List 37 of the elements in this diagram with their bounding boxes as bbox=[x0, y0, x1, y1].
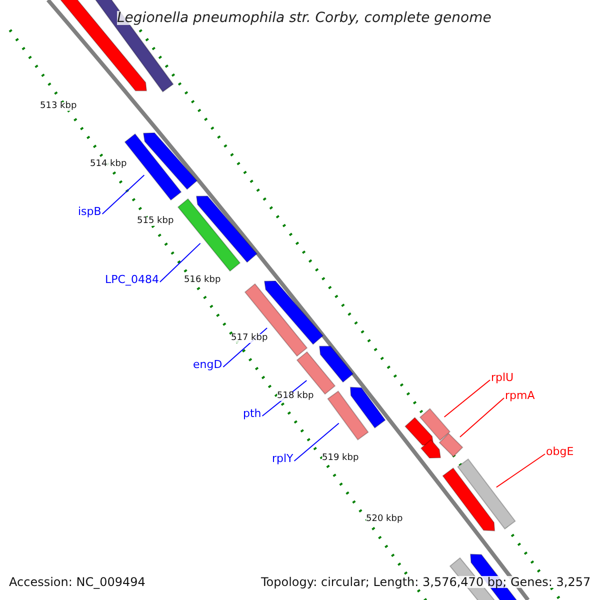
gene-feature-bar bbox=[457, 458, 516, 530]
gene-feature-bar bbox=[419, 408, 451, 441]
gene-feature bbox=[442, 467, 496, 532]
tick-label: 514 kbp bbox=[90, 160, 127, 169]
gene-feature bbox=[404, 416, 434, 446]
gene-label: rpmA bbox=[505, 390, 535, 401]
tick-label: 518 kbp bbox=[277, 392, 314, 401]
accession-text: Accession: NC_009494 bbox=[9, 576, 146, 588]
gene-feature bbox=[196, 196, 258, 263]
tick-label: 513 kbp bbox=[40, 102, 77, 111]
title: Legionella pneumophila str. Corby, complete genome bbox=[117, 11, 492, 25]
gene-feature bbox=[142, 132, 198, 190]
tick-label: 520 kbp bbox=[366, 515, 403, 524]
leader-line bbox=[102, 174, 145, 214]
gene-feature bbox=[420, 439, 442, 458]
gene-label: rplU bbox=[491, 372, 514, 383]
tick-label: 515 kbp bbox=[137, 217, 174, 226]
gene-feature-bar bbox=[177, 198, 241, 272]
gene-label: ispB bbox=[78, 206, 102, 217]
genome-info-text: Topology: circular; Length: 3,576,470 bp; Genes: 3,257 bbox=[261, 576, 591, 588]
gene-feature bbox=[350, 386, 386, 429]
gene-feature-bar bbox=[438, 432, 464, 458]
tick-label: 517 kbp bbox=[231, 334, 268, 343]
gene-label: obgE bbox=[546, 446, 574, 457]
gene-label: LPC_0484 bbox=[105, 274, 159, 285]
gene-label: pth bbox=[243, 408, 262, 419]
leader-line bbox=[159, 242, 201, 282]
leader-line bbox=[459, 398, 504, 438]
gene-label: rplY bbox=[272, 453, 294, 464]
gene-feature bbox=[318, 346, 354, 383]
leader-line bbox=[294, 422, 340, 462]
tick-label: 516 kbp bbox=[184, 276, 221, 285]
gene-label: engD bbox=[193, 359, 222, 370]
leader-line bbox=[444, 380, 490, 418]
gene-feature-bar bbox=[327, 390, 369, 440]
leader-line bbox=[496, 454, 546, 488]
tick-label: 519 kbp bbox=[322, 454, 359, 463]
